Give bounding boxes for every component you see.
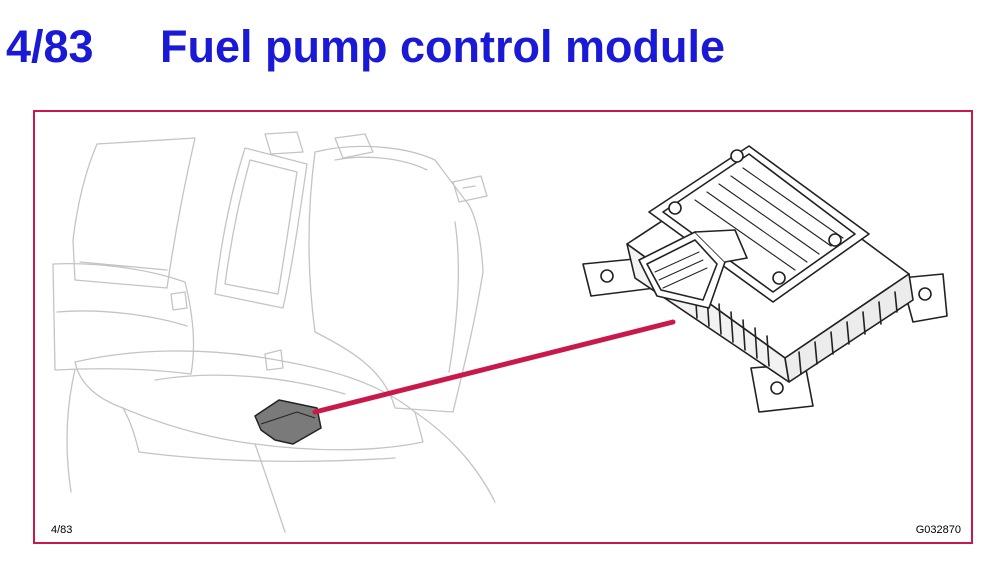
module-location-marker (254, 399, 322, 445)
control-module-drawing (582, 145, 948, 413)
illustration-frame: 4/83 G032870 (33, 110, 973, 544)
page-title: Fuel pump control module (160, 20, 725, 72)
figure-code: G032870 (915, 524, 961, 536)
leader-line (312, 319, 676, 415)
rear-seat-drawing (52, 131, 496, 533)
illustration-drawing (52, 131, 948, 533)
page-header: 4/83 Fuel pump control module (6, 18, 725, 74)
page-reference: 4/83 (51, 524, 73, 536)
section-number: 4/83 (6, 20, 94, 72)
